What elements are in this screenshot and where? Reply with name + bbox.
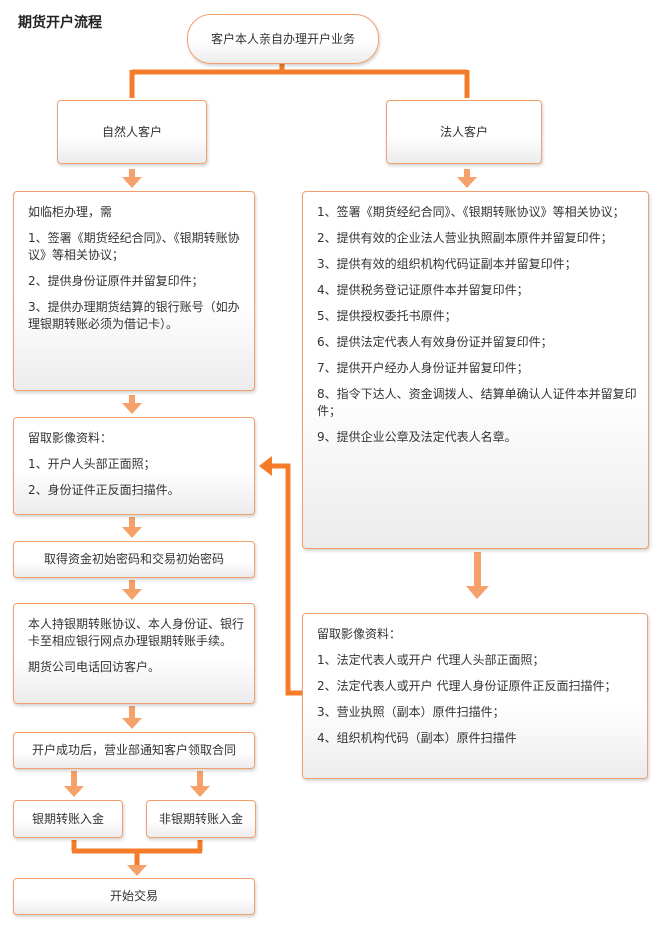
natural-image-box: 留取影像资料： 1、开户人头部正面照； 2、身份证件正反面扫描件。 xyxy=(13,417,255,515)
natural-person-label: 自然人客户 xyxy=(101,124,162,139)
arrow-into-natural-image xyxy=(259,456,272,476)
bank-transfer-box: 本人持银期转账协议、本人身份证、银行卡至相应银行网点办理银期转账手续。 期货公司… xyxy=(13,603,255,704)
natural-req-item: 2、提供身份证原件并留复印件； xyxy=(28,274,204,288)
legal-req-item: 4、提供税务登记证原件本并留复印件； xyxy=(317,283,529,297)
natural-person-node: 自然人客户 xyxy=(57,100,207,164)
start-node: 客户本人亲自办理开户业务 xyxy=(187,14,379,64)
natural-req-intro: 如临柜办理，需 xyxy=(28,205,113,219)
legal-req-item: 1、签署《期货经纪合同》、《银期转账协议》等相关协议； xyxy=(317,205,625,219)
legal-image-intro: 留取影像资料： xyxy=(317,627,402,641)
connector-start-split xyxy=(129,64,470,98)
legal-req-item: 8、指令下达人、资金调拨人、结算单确认人证件本并留复印件； xyxy=(317,387,637,418)
contract-label: 开户成功后，营业部通知客户领取合同 xyxy=(31,743,236,757)
legal-image-box: 留取影像资料： 1、法定代表人或开户 代理人头部正面照； 2、法定代表人或开户 … xyxy=(302,613,648,779)
password-node: 取得资金初始密码和交易初始密码 xyxy=(13,541,255,578)
natural-image-item: 2、身份证件正反面扫描件。 xyxy=(28,483,180,497)
bank-transfer-text: 本人持银期转账协议、本人身份证、银行卡至相应银行网点办理银期转账手续。 xyxy=(28,617,245,648)
arrow-legal-req-to-image xyxy=(466,552,489,599)
connector-legal-to-natural xyxy=(272,463,304,696)
legal-image-item: 2、法定代表人或开户 代理人身份证原件正反面扫描件； xyxy=(317,679,617,693)
non-bank-deposit-label: 非银期转账入金 xyxy=(158,811,243,826)
start-trading-label: 开始交易 xyxy=(109,889,158,903)
arrow-contract-split xyxy=(64,771,210,797)
connector-deposit-merge xyxy=(71,840,203,867)
contract-node: 开户成功后，营业部通知客户领取合同 xyxy=(13,732,255,769)
legal-req-item: 6、提供法定代表人有效身份证并留复印件； xyxy=(317,335,553,349)
non-bank-deposit-node: 非银期转账入金 xyxy=(146,800,256,838)
natural-requirements-box: 如临柜办理，需 1、签署《期货经纪合同》、《银期转账协议》等相关协议； 2、提供… xyxy=(13,191,255,391)
bank-deposit-node: 银期转账入金 xyxy=(13,800,123,838)
password-label: 取得资金初始密码和交易初始密码 xyxy=(43,552,224,566)
bank-deposit-label: 银期转账入金 xyxy=(31,811,104,826)
legal-req-item: 7、提供开户经办人身份证并留复印件； xyxy=(317,361,529,375)
natural-image-intro: 留取影像资料： xyxy=(28,431,113,445)
arrow-legal-to-req xyxy=(457,169,477,188)
page-title: 期货开户流程 xyxy=(18,15,102,31)
legal-person-label: 法人客户 xyxy=(439,124,488,139)
callback-text: 期货公司电话回访客户。 xyxy=(28,660,161,674)
arrow-natural-to-req xyxy=(122,169,142,188)
natural-image-item: 1、开户人头部正面照； xyxy=(28,457,156,471)
legal-req-item: 9、提供企业公章及法定代表人名章。 xyxy=(317,430,517,444)
start-trading-node: 开始交易 xyxy=(13,878,255,915)
arrow-bank-to-contract xyxy=(122,706,142,729)
legal-req-item: 3、提供有效的组织机构代码证副本并留复印件； xyxy=(317,257,577,271)
arrow-req-to-image xyxy=(122,395,142,414)
natural-req-item: 1、签署《期货经纪合同》、《银期转账协议》等相关协议； xyxy=(28,231,240,262)
legal-person-node: 法人客户 xyxy=(386,100,542,164)
start-node-label: 客户本人亲自办理开户业务 xyxy=(210,31,355,46)
legal-image-item: 3、营业执照（副本）原件扫描件； xyxy=(317,705,505,719)
legal-req-item: 2、提供有效的企业法人营业执照副本原件并留复印件； xyxy=(317,231,613,245)
legal-req-item: 5、提供授权委托书原件； xyxy=(317,309,457,323)
natural-req-item: 3、提供办理期货结算的银行账号（如办理银期转账必须为借记卡）。 xyxy=(28,300,240,331)
arrow-password-to-bank xyxy=(122,580,142,600)
arrow-merge-to-trade xyxy=(127,865,147,876)
legal-requirements-box: 1、签署《期货经纪合同》、《银期转账协议》等相关协议； 2、提供有效的企业法人营… xyxy=(302,191,649,549)
legal-image-item: 1、法定代表人或开户 代理人头部正面照； xyxy=(317,653,545,667)
legal-image-item: 4、组织机构代码（副本）原件扫描件 xyxy=(317,731,517,745)
arrow-image-to-password xyxy=(122,517,142,538)
